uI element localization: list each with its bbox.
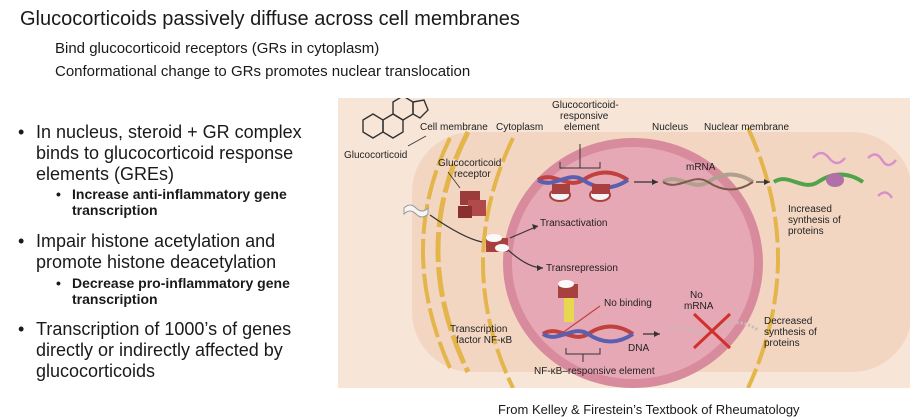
label-dna: DNA xyxy=(628,343,649,354)
bullet-dot: • xyxy=(18,231,25,251)
label-tf-1: Transcription xyxy=(450,324,507,335)
nuclear-membrane-shape xyxy=(746,127,780,388)
label-increased-2: synthesis of xyxy=(788,215,841,226)
label-decreased-1: Decreased xyxy=(764,316,812,327)
label-increased-1: Increased xyxy=(788,204,832,215)
subpoint-receptor-binding: Bind glucocorticoid receptors (GRs in cy… xyxy=(55,40,380,57)
nuclear-membrane-left xyxy=(481,137,515,388)
label-receptor-2: receptor xyxy=(454,169,491,180)
bullet-gre-binding: • In nucleus, steroid + GR complex binds… xyxy=(18,122,346,185)
subbullet-text: Decrease pro-inflammatory gene transcrip… xyxy=(72,275,290,307)
label-nucleus: Nucleus xyxy=(652,122,688,133)
path-arrow xyxy=(429,214,483,243)
absent-mrna-strand xyxy=(667,321,759,335)
label-cytoplasm: Cytoplasm xyxy=(496,122,543,133)
bullet-gene-count: • Transcription of 1000’s of genes direc… xyxy=(18,319,346,382)
bullet-dot: • xyxy=(18,122,25,142)
label-no-mrna-2: mRNA xyxy=(684,301,714,312)
ribosome-icon xyxy=(826,173,844,187)
dna-helix-bottom xyxy=(541,324,635,344)
mrna-strand-inner xyxy=(662,178,754,191)
label-no-binding: No binding xyxy=(604,298,652,309)
subbullet-dot: • xyxy=(56,275,61,291)
arrowhead xyxy=(654,331,660,337)
cell-membrane-shape xyxy=(435,130,471,374)
blocked-x-icon xyxy=(692,312,732,350)
leader-line xyxy=(447,171,461,189)
label-cell-membrane: Cell membrane xyxy=(420,122,488,133)
subbullet-text: Increase anti-inflammatory gene transcri… xyxy=(72,186,287,218)
mechanism-diagram: Glucocorticoid Cell membrane Cytoplasm G… xyxy=(338,98,910,388)
label-receptor-1: Glucocorticoid xyxy=(438,158,501,169)
label-mrna: mRNA xyxy=(686,162,716,173)
glucocorticoid-molecule xyxy=(403,204,429,218)
arrowhead xyxy=(532,224,538,230)
arrowhead xyxy=(652,179,658,185)
source-credit: From Kelley & Firestein’s Textbook of Rh… xyxy=(498,402,800,417)
transactivation-arrow xyxy=(509,225,539,239)
subbullet-decrease-transcription: • Decrease pro-inflammatory gene transcr… xyxy=(56,275,332,307)
label-decreased-2: synthesis of xyxy=(764,327,817,338)
bullet-text: Impair histone acetylation and promote h… xyxy=(36,231,277,272)
steroid-structure-icon xyxy=(362,98,429,139)
slide-title: Glucocorticoids passively diffuse across… xyxy=(20,8,520,30)
label-glucocorticoid: Glucocorticoid xyxy=(344,150,407,161)
label-transrepression: Transrepression xyxy=(546,263,618,274)
glucocorticoid-receptor-icon xyxy=(458,191,486,218)
label-nfkb-element: NF-κB–responsive element xyxy=(534,366,655,377)
protein-squiggle xyxy=(877,191,894,199)
bullet-text: Transcription of 1000’s of genes directl… xyxy=(36,319,292,381)
arrowhead xyxy=(764,179,770,185)
bullet-dot: • xyxy=(18,319,25,339)
protein-strand xyxy=(772,172,865,187)
label-tf-2: factor NF-κB xyxy=(456,335,512,346)
label-transactivation: Transactivation xyxy=(540,218,607,229)
bullet-text: In nucleus, steroid + GR complex binds t… xyxy=(36,122,302,184)
label-gre-1: Glucocorticoid- xyxy=(552,100,619,111)
subbullet-dot: • xyxy=(56,186,61,202)
bullet-histone: • Impair histone acetylation and promote… xyxy=(18,231,346,273)
label-increased-3: proteins xyxy=(788,226,824,237)
subpoint-nuclear-translocation: Conformational change to GRs promotes nu… xyxy=(55,63,471,80)
label-gre-3: element xyxy=(564,122,600,133)
no-binding-pointer xyxy=(557,305,601,337)
protein-squiggle xyxy=(812,151,846,165)
subbullet-increase-transcription: • Increase anti-inflammatory gene transc… xyxy=(56,186,332,218)
label-no-mrna-1: No xyxy=(690,290,703,301)
label-decreased-3: proteins xyxy=(764,338,800,349)
dna-helix-top xyxy=(536,170,630,202)
nfkb-element-bracket xyxy=(565,348,601,362)
gre-bracket xyxy=(559,144,601,169)
cell-membrane-inner xyxy=(421,137,452,369)
arrowhead xyxy=(537,265,543,271)
leader-line xyxy=(407,135,427,147)
protein-squiggle xyxy=(867,153,897,167)
label-nuclear-membrane: Nuclear membrane xyxy=(704,122,789,133)
steroid-gr-complex xyxy=(486,234,509,252)
nfkb-complex xyxy=(558,280,578,322)
label-gre-2: responsive xyxy=(560,111,609,122)
